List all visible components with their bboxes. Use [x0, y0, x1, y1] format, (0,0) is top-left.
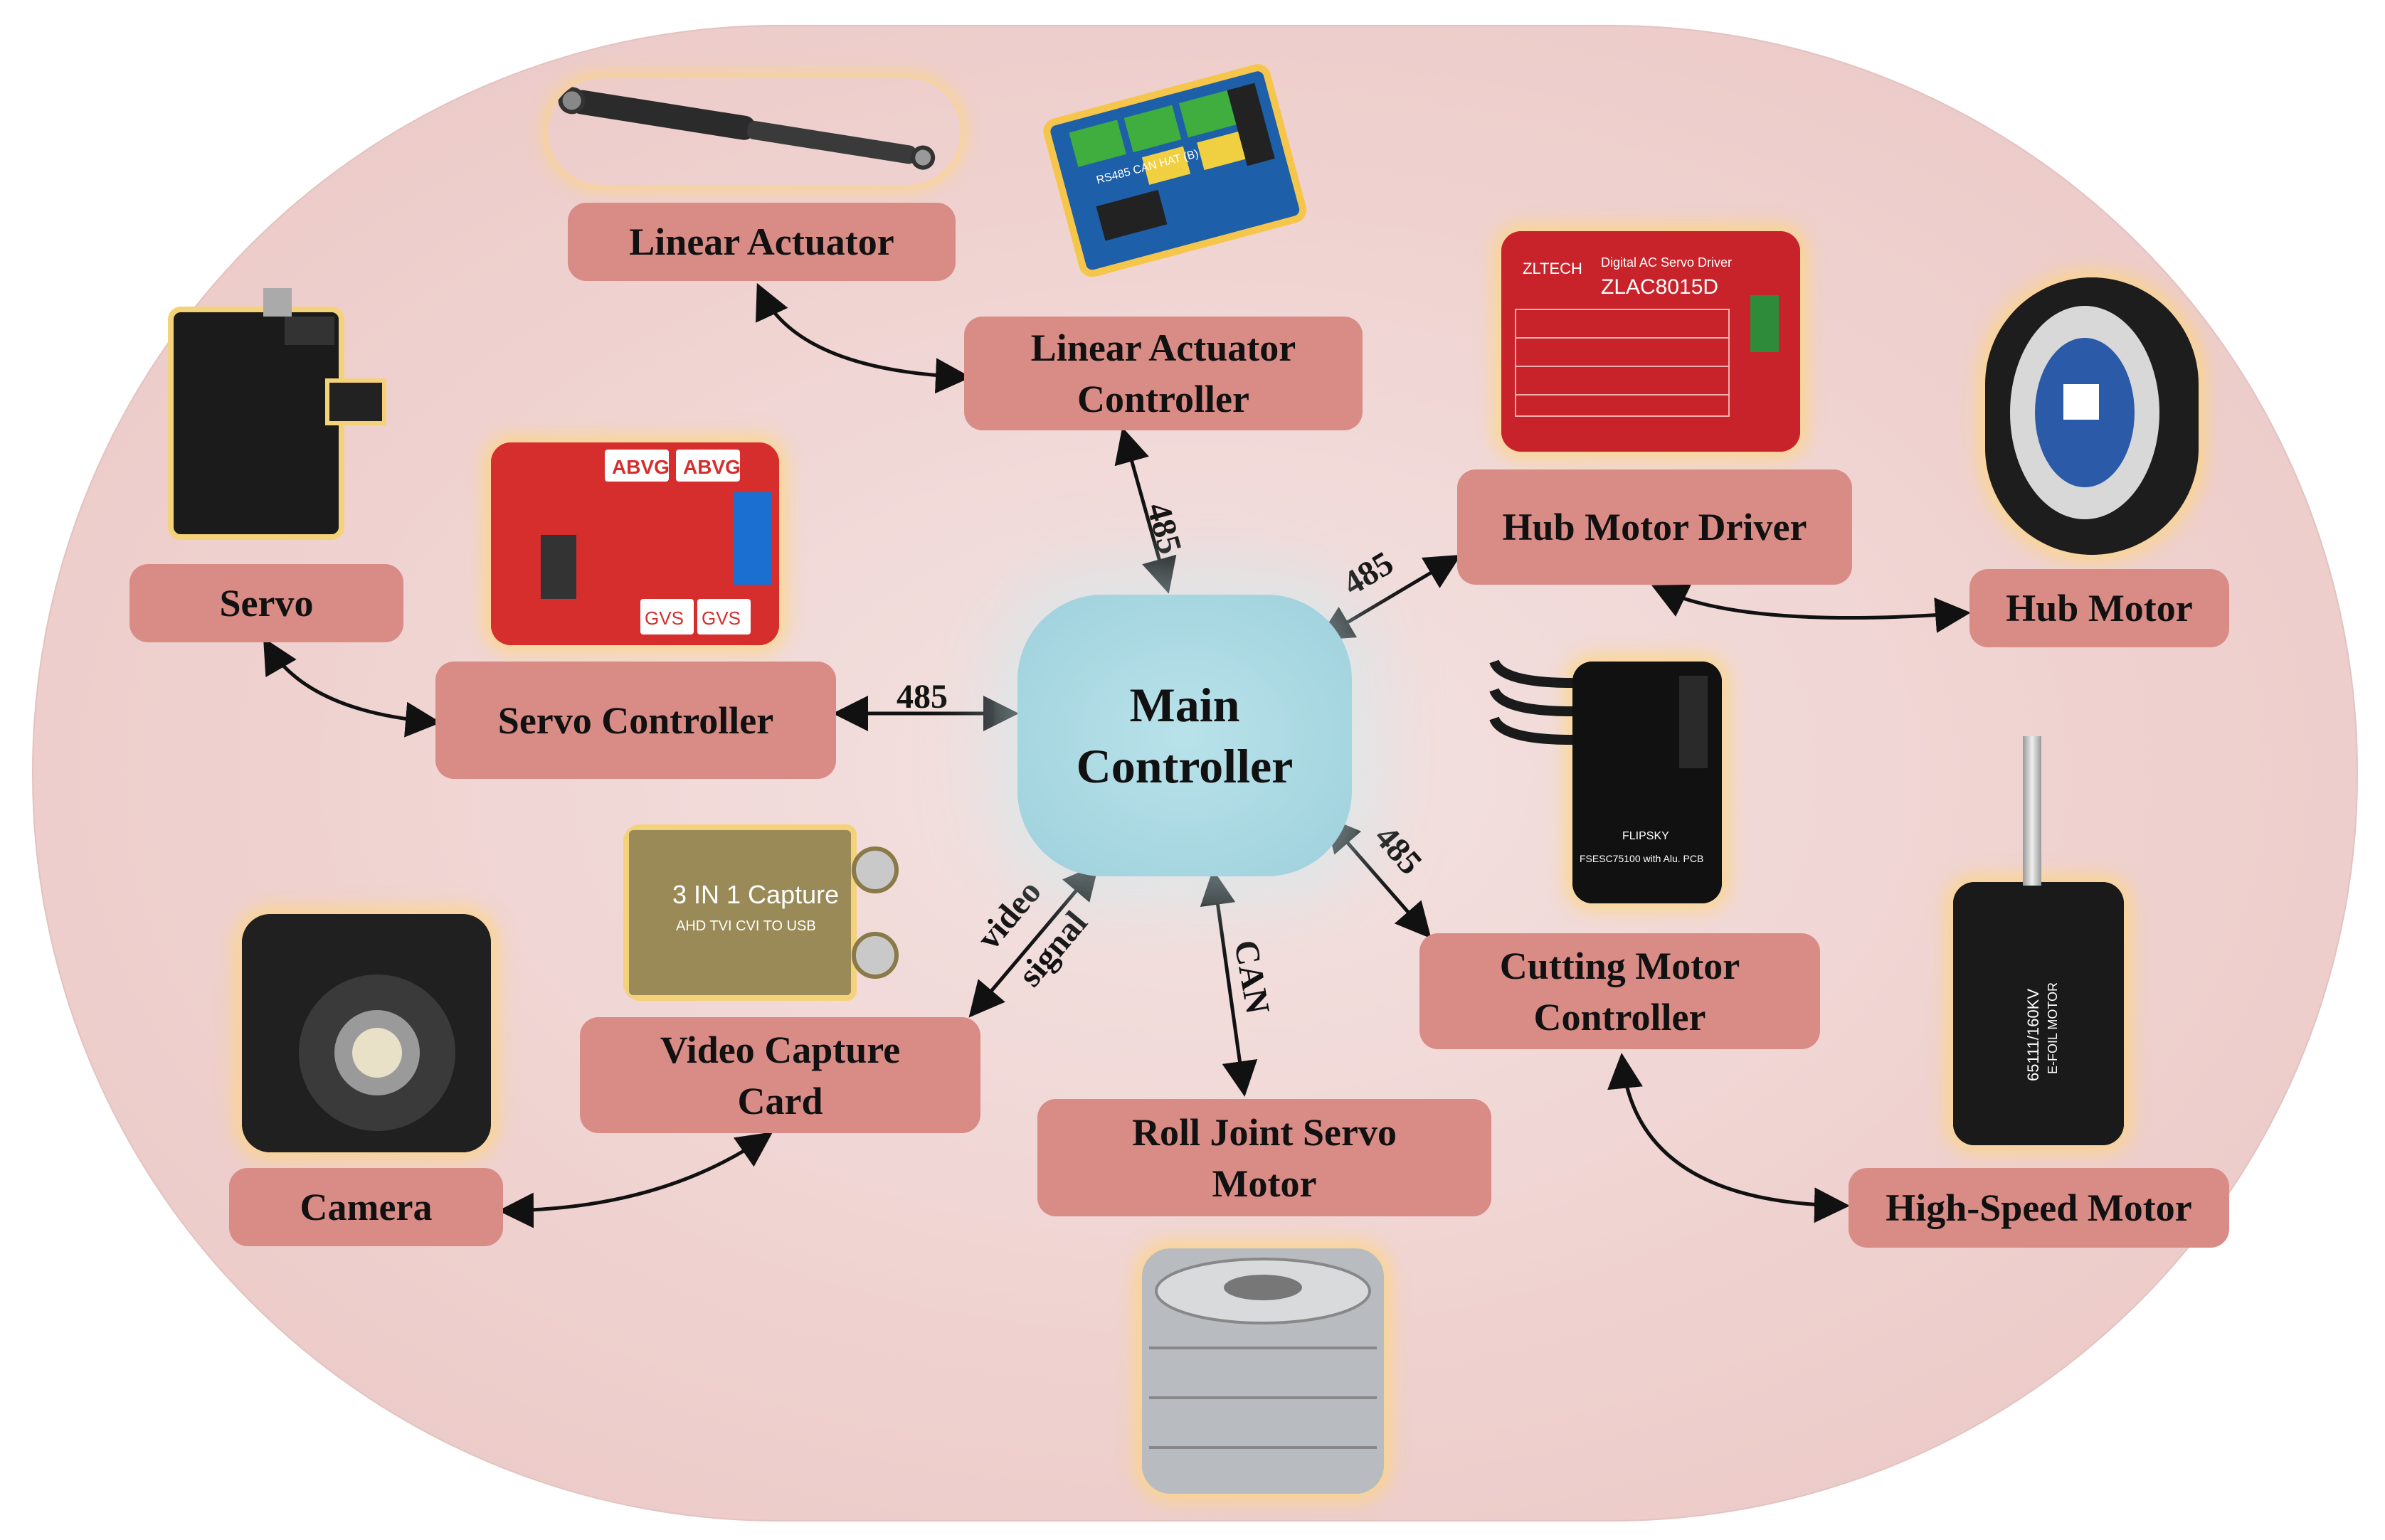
capture-title-label: 3 IN 1 Capture	[672, 880, 839, 909]
arrow-hub-driver-main	[1317, 554, 1461, 641]
motor-model-label: 65111/160KV	[2024, 989, 2042, 1081]
servo-board-label-1: ABVG	[612, 456, 670, 478]
capture-sub-label: AHD TVI CVI TO USB	[676, 918, 816, 934]
node-roll-joint-servo-motor: Roll Joint Servo Motor	[1037, 1099, 1491, 1216]
node-servo-controller: Servo Controller	[435, 662, 836, 779]
servo-graphic	[168, 288, 386, 540]
servo-board-label-3: GVS	[645, 607, 684, 629]
node-high-speed-motor: High-Speed Motor	[1849, 1168, 2229, 1248]
link-label-cutting-main: 485	[1368, 818, 1429, 881]
node-video-line2: Card	[737, 1079, 823, 1122]
node-servo-controller-label: Servo Controller	[497, 699, 774, 742]
capture-graphic: 3 IN 1 Capture AHD TVI CVI TO USB	[623, 824, 899, 1001]
servo-board-label-2: ABVG	[683, 456, 741, 478]
node-video-capture-card: Video Capture Card	[580, 1017, 980, 1133]
arrow-roll-joint-main	[1200, 869, 1258, 1097]
driver-graphic: ZLTECH Digital AC Servo Driver ZLAC8015D	[1501, 231, 1800, 452]
node-main-controller: Main Controller	[1017, 595, 1352, 876]
hub-motor-driver-image: ZLTECH Digital AC Servo Driver ZLAC8015D	[1501, 231, 1800, 452]
node-servo: Servo	[129, 564, 403, 642]
linear-actuator-image	[548, 78, 961, 185]
roll-joint-servo-image	[1142, 1248, 1384, 1494]
esc-model-label: FSESC75100 with Alu. PCB	[1580, 853, 1703, 864]
video-capture-card-image: 3 IN 1 Capture AHD TVI CVI TO USB	[623, 824, 904, 1002]
hub-motor-image	[1985, 277, 2199, 555]
cutting-motor-controller-image: FLIPSKY FSESC75100 with Alu. PCB	[1572, 662, 1722, 903]
camera-graphic	[242, 914, 491, 1152]
node-linear-actuator-label: Linear Actuator	[629, 221, 894, 263]
node-main-line2: Controller	[1076, 739, 1294, 793]
link-label-servo-main: 485	[897, 678, 948, 716]
servo-image	[157, 281, 388, 544]
driver-title-label: Digital AC Servo Driver	[1601, 255, 1732, 270]
node-high-speed-motor-label: High-Speed Motor	[1886, 1186, 2192, 1229]
node-cutting-line2: Controller	[1533, 995, 1706, 1039]
high-speed-motor-shaft	[2023, 736, 2041, 886]
node-servo-label: Servo	[219, 582, 314, 625]
node-cutting-line1: Cutting Motor	[1499, 944, 1740, 987]
node-linear-actuator-controller: Linear Actuator Controller	[964, 317, 1363, 430]
node-hub-motor-driver-label: Hub Motor Driver	[1502, 506, 1807, 548]
node-cutting-motor-controller: Cutting Motor Controller	[1419, 933, 1820, 1049]
link-label-hub-main: 485	[1336, 544, 1400, 603]
esc-graphic: FLIPSKY FSESC75100 with Alu. PCB	[1572, 662, 1722, 903]
wheel-graphic	[1985, 277, 2199, 555]
esc-brand-label: FLIPSKY	[1622, 830, 1669, 842]
node-hub-motor: Hub Motor	[1969, 569, 2229, 647]
linear-actuator-graphic	[558, 87, 936, 170]
motor-graphic: 65111/160KV E-FOIL MOTOR	[1953, 882, 2124, 1145]
arrow-servo	[263, 637, 441, 738]
node-la-controller-line1: Linear Actuator	[1030, 326, 1296, 369]
motor-sub-label: E-FOIL MOTOR	[2046, 982, 2060, 1074]
node-roll-joint-line1: Roll Joint Servo	[1132, 1110, 1397, 1154]
arrow-video-main	[968, 864, 1099, 1018]
node-camera: Camera	[229, 1168, 503, 1246]
arrow-la-controller-main	[1114, 427, 1177, 594]
node-la-controller-line2: Controller	[1077, 378, 1249, 420]
driver-model-label: ZLAC8015D	[1601, 275, 1718, 299]
node-camera-label: Camera	[300, 1186, 433, 1228]
node-hub-motor-label: Hub Motor	[2006, 587, 2193, 630]
driver-brand-label: ZLTECH	[1523, 260, 1582, 277]
roll-joint-graphic	[1142, 1248, 1384, 1494]
node-linear-actuator: Linear Actuator	[568, 203, 956, 281]
arrow-linear-actuator	[756, 282, 971, 394]
node-roll-joint-line2: Motor	[1212, 1162, 1317, 1205]
link-label-roll-main: CAN	[1227, 938, 1276, 1017]
node-video-line1: Video Capture	[660, 1028, 901, 1071]
servo-board-graphic: ABVG ABVG GVS GVS	[491, 442, 779, 645]
arrow-hub-motor	[1651, 584, 1971, 633]
servo-controller-image: ABVG ABVG GVS GVS	[491, 442, 779, 645]
arrow-camera	[498, 1132, 773, 1228]
node-main-line1: Main	[1129, 678, 1240, 732]
camera-image	[242, 914, 491, 1152]
arrow-high-speed-motor	[1607, 1053, 1850, 1223]
arrow-cutting-main	[1324, 816, 1432, 939]
linear-actuator-controller-image: RS485 CAN HAT (B)	[1032, 50, 1316, 285]
node-hub-motor-driver: Hub Motor Driver	[1457, 469, 1852, 585]
high-speed-motor-image: 65111/160KV E-FOIL MOTOR	[1953, 882, 2124, 1145]
link-label-la-main: 485	[1139, 499, 1189, 558]
hat-board-graphic: RS485 CAN HAT (B)	[1043, 64, 1307, 277]
servo-board-label-4: GVS	[702, 607, 741, 629]
